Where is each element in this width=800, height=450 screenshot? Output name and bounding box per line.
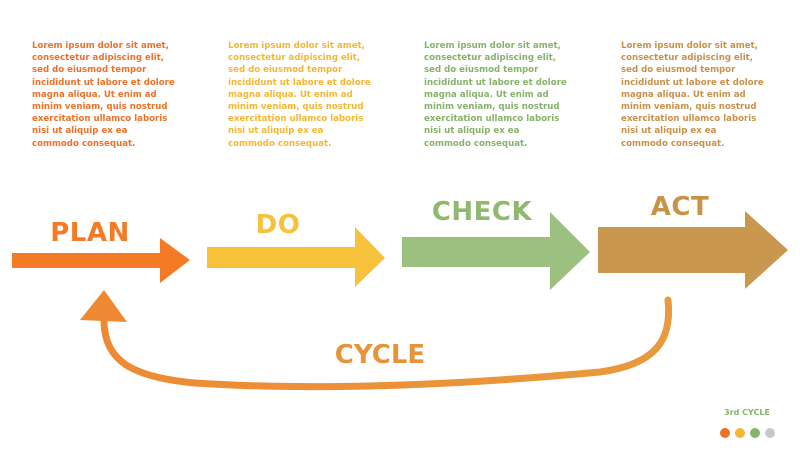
cycle-dot-4[interactable] — [764, 428, 775, 438]
cycle-dot-3[interactable] — [749, 428, 760, 438]
plan-description: Lorem ipsum dolor sit amet, consectetur … — [32, 41, 175, 149]
cycle-arrow-head — [80, 290, 127, 322]
cycle-dot-2[interactable] — [734, 428, 745, 438]
cycle-indicator: 3rd CYCLE — [712, 408, 782, 438]
do-label: DO — [255, 210, 301, 240]
do-description: Lorem ipsum dolor sit amet, consectetur … — [228, 41, 371, 149]
act-label: ACT — [650, 192, 710, 222]
act-description: Lorem ipsum dolor sit amet, consectetur … — [621, 41, 764, 149]
check-label: CHECK — [431, 197, 533, 227]
cycle-indicator-label: 3rd CYCLE — [724, 408, 770, 417]
plan-arrow — [12, 238, 190, 283]
cycle-dots — [712, 428, 782, 438]
check-arrow — [402, 212, 590, 290]
check-description: Lorem ipsum dolor sit amet, consectetur … — [424, 41, 567, 149]
cycle-dot-1[interactable] — [719, 428, 730, 438]
do-arrow — [207, 227, 385, 287]
cycle-arrow-path — [100, 296, 673, 391]
act-arrow — [598, 211, 788, 289]
plan-label: PLAN — [50, 218, 130, 248]
cycle-label: CYCLE — [334, 340, 426, 370]
